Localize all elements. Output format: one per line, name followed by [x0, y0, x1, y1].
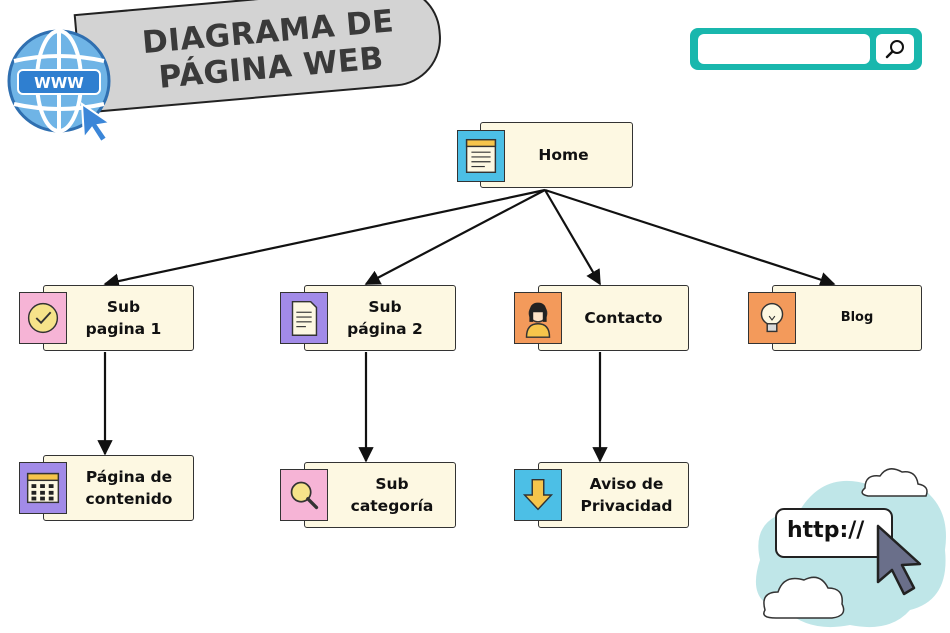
- cloud-top-icon: [861, 468, 928, 497]
- node-sub-pagina-1[interactable]: Sub pagina 1: [43, 285, 194, 351]
- cloud-bottom-icon: [763, 576, 845, 619]
- download-arrow-icon: [514, 469, 562, 521]
- node-sub-categoria-label: Sub categoría: [350, 475, 434, 515]
- node-blog-label: Blog: [840, 310, 874, 325]
- edge-home-to-blog: [544, 188, 836, 288]
- lightbulb-icon: [748, 292, 796, 344]
- node-pagina-de-contenido-label: Página de contenido: [85, 468, 173, 508]
- search-icon: [885, 40, 904, 59]
- person-icon: [514, 292, 562, 344]
- edge-home-to-sub1: [103, 188, 546, 289]
- node-home[interactable]: Home: [480, 122, 633, 188]
- notepad-icon: [457, 130, 505, 182]
- node-aviso-de-privacidad-label: Aviso de Privacidad: [580, 475, 673, 515]
- edge-home-to-sub2: [364, 189, 546, 285]
- node-contacto-label: Contacto: [584, 309, 663, 327]
- magnifier-icon: [280, 469, 328, 521]
- search-button[interactable]: [876, 34, 914, 64]
- edge-home-to-contacto: [544, 189, 601, 286]
- node-pagina-de-contenido[interactable]: Página de contenido: [43, 455, 194, 521]
- node-sub-pagina-1-label: Sub pagina 1: [85, 298, 162, 338]
- node-aviso-de-privacidad[interactable]: Aviso de Privacidad: [538, 462, 689, 528]
- node-sub-pagina-2-label: Sub página 2: [347, 298, 423, 338]
- url-window: http://: [775, 508, 893, 558]
- node-contacto[interactable]: Contacto: [538, 285, 689, 351]
- document-icon: [280, 292, 328, 344]
- node-sub-categoria[interactable]: Sub categoría: [304, 462, 456, 528]
- globe-badge-text: WWW: [34, 74, 84, 92]
- globe-icon: WWW: [4, 26, 122, 144]
- checkmark-icon: [19, 292, 67, 344]
- node-home-label: Home: [538, 146, 589, 164]
- search-bar: [690, 28, 922, 70]
- node-sub-pagina-2[interactable]: Sub página 2: [304, 285, 456, 351]
- calendar-icon: [19, 462, 67, 514]
- cursor-icon: [876, 524, 922, 596]
- node-blog[interactable]: Blog: [772, 285, 922, 351]
- search-input[interactable]: [698, 34, 870, 64]
- url-text: http://: [787, 518, 865, 543]
